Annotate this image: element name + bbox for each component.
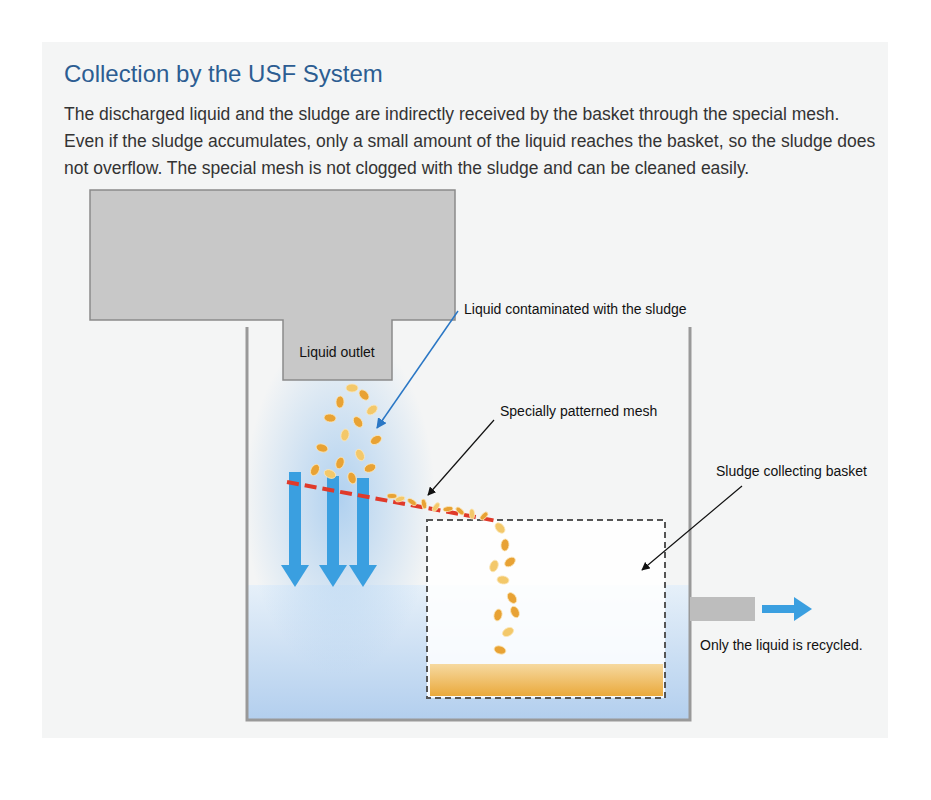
sludge-basket [427,520,665,698]
patterned-mesh [287,482,497,521]
title: Collection by the USF System [64,60,383,88]
callout-label: Specially patterned mesh [500,402,657,420]
basket-inside [427,520,665,698]
panel [42,42,888,738]
callout-label: Sludge collecting basket [716,462,867,480]
description: Even if the sludge accumulates, only a s… [64,128,884,182]
leader-line [428,420,494,495]
sludge-layer [430,664,663,696]
description: The discharged liquid and the sludge are… [64,101,884,128]
callout-label: Liquid contaminated with the sludge [464,300,687,318]
leader-line [377,311,458,428]
return-arrow [762,605,796,613]
leader-lines [377,311,742,570]
liquid-outlet [90,190,455,380]
return-pipe [690,597,755,621]
leader-line [642,486,742,570]
tank [247,327,690,720]
return-arrow-head [794,597,812,621]
outlet-label-box: Liquid outlet [295,342,379,362]
sludge-particles [309,384,522,656]
callout-label: Only the liquid is recycled. [700,636,863,654]
node-text: Liquid outlet [299,344,375,360]
